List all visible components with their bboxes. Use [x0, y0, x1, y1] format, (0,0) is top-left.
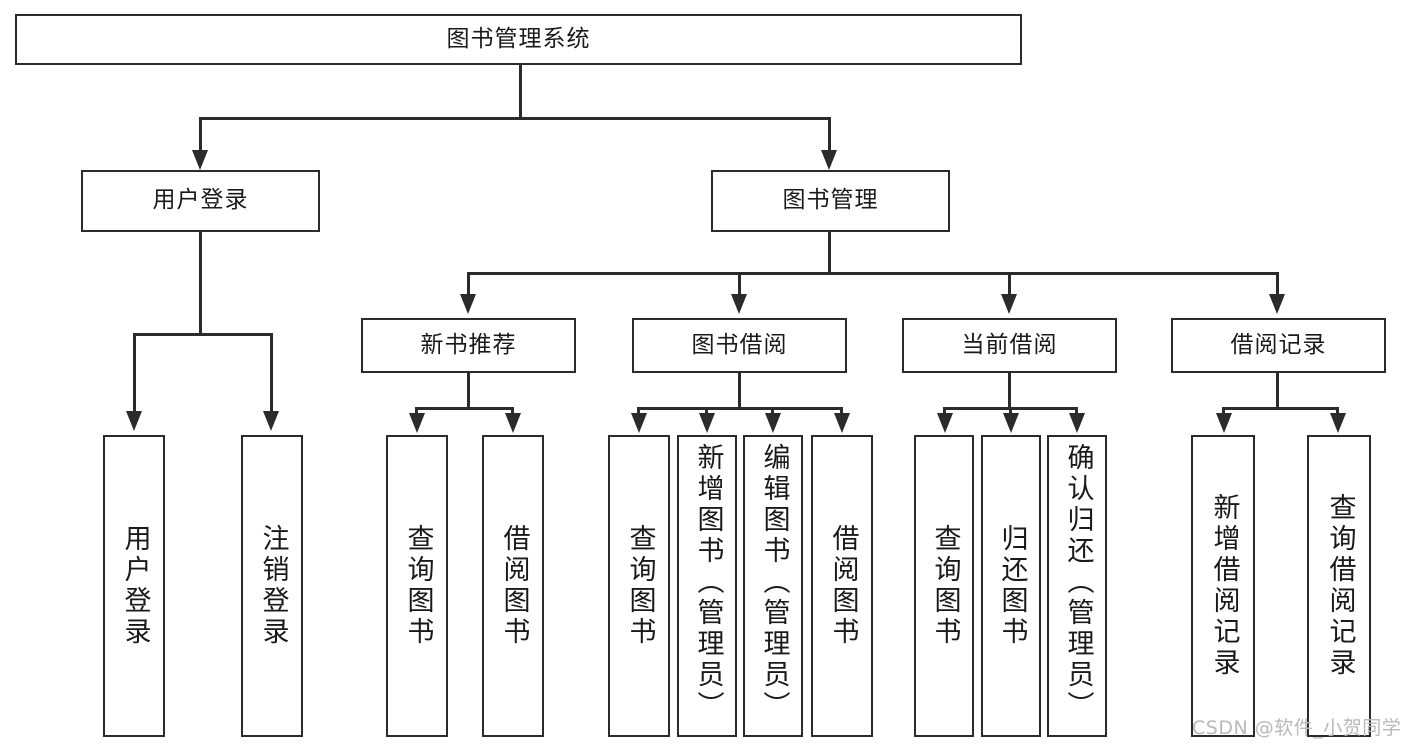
arrowhead-leaf-add-borrow-record [1216, 413, 1232, 433]
connector-cb-to-leaf1 [943, 407, 946, 415]
node-new-book-rec-label: 新书推荐 [420, 331, 517, 358]
arrowhead-leaf-query-borrow-record [1330, 413, 1346, 433]
leaf-confirm-return-admin-label: 确认归还（管理员） [1062, 443, 1094, 722]
arrowhead-book-manage [821, 150, 837, 170]
leaf-query-book-1-label: 查询图书 [402, 524, 434, 648]
leaf-user-login-label: 用户登录 [119, 524, 151, 648]
node-book-manage[interactable]: 图书管理 [711, 170, 950, 232]
node-borrow-record[interactable]: 借阅记录 [1171, 318, 1386, 373]
arrowhead-leaf-add-book-admin [699, 413, 715, 433]
leaf-logout[interactable]: 注销登录 [241, 435, 303, 737]
connector-cb-to-leaf2 [1009, 407, 1012, 415]
leaf-edit-book-admin-label: 编辑图书（管理员） [758, 443, 790, 722]
node-book-borrow[interactable]: 图书借阅 [632, 318, 847, 373]
arrowhead-leaf-logout [263, 411, 279, 431]
node-current-borrow-label: 当前借阅 [961, 331, 1058, 358]
leaf-query-book-2-label: 查询图书 [624, 524, 656, 648]
leaf-confirm-return-admin[interactable]: 确认归还（管理员） [1047, 435, 1107, 737]
leaf-query-book-2[interactable]: 查询图书 [608, 435, 670, 737]
arrowhead-leaf-edit-book-admin [765, 413, 781, 433]
leaf-logout-label: 注销登录 [257, 524, 289, 648]
connector-bm-to-new-book-rec [467, 272, 470, 296]
node-user-login-label: 用户登录 [152, 187, 249, 214]
leaf-borrow-book-1-label: 借阅图书 [498, 524, 530, 648]
connector-book-manage-stem [828, 232, 831, 274]
connector-br-to-leaf1 [1222, 407, 1225, 415]
arrowhead-leaf-borrow-book-2 [834, 413, 850, 433]
connector-cb-stem [1008, 373, 1011, 409]
node-book-manage-label: 图书管理 [782, 187, 879, 214]
connector-bb-to-leaf2 [705, 407, 708, 415]
leaf-query-borrow-record[interactable]: 查询借阅记录 [1307, 435, 1371, 737]
node-book-borrow-label: 图书借阅 [691, 331, 788, 358]
arrowhead-new-book-rec [460, 294, 476, 314]
connector-bb-to-leaf3 [771, 407, 774, 415]
connector-book-manage-bus [467, 272, 1278, 275]
connector-br-bus [1222, 407, 1338, 410]
leaf-borrow-book-2-label: 借阅图书 [827, 524, 859, 648]
arrowhead-leaf-query-book-3 [937, 413, 953, 433]
leaf-borrow-book-2[interactable]: 借阅图书 [811, 435, 873, 737]
leaf-query-book-3-label: 查询图书 [929, 524, 961, 648]
leaf-borrow-book-1[interactable]: 借阅图书 [482, 435, 544, 737]
node-new-book-rec[interactable]: 新书推荐 [361, 318, 576, 373]
leaf-edit-book-admin[interactable]: 编辑图书（管理员） [743, 435, 803, 737]
connector-nbr-to-leaf2 [511, 407, 514, 415]
arrowhead-leaf-return-book [1003, 413, 1019, 433]
connector-root-bus [199, 117, 831, 120]
node-root-label: 图书管理系统 [446, 25, 591, 52]
connector-br-to-leaf2 [1336, 407, 1339, 415]
arrowhead-user-login [192, 150, 208, 170]
arrowhead-leaf-query-book-1 [409, 413, 425, 433]
leaf-return-book-label: 归还图书 [996, 524, 1028, 648]
connector-nbr-to-leaf1 [415, 407, 418, 415]
connector-root-stem [519, 65, 522, 119]
connector-bb-to-leaf4 [840, 407, 843, 415]
arrowhead-leaf-confirm-return-admin [1069, 413, 1085, 433]
connector-user-login-bus [133, 333, 272, 336]
connector-nbr-bus [415, 407, 513, 410]
leaf-user-login[interactable]: 用户登录 [103, 435, 165, 737]
arrowhead-leaf-user-login [126, 411, 142, 431]
leaf-add-book-admin[interactable]: 新增图书（管理员） [677, 435, 737, 737]
connector-root-to-user-login [199, 117, 202, 152]
node-root[interactable]: 图书管理系统 [15, 14, 1022, 65]
arrowhead-leaf-query-book-2 [631, 413, 647, 433]
connector-bm-to-current-borrow [1008, 272, 1011, 296]
node-borrow-record-label: 借阅记录 [1230, 331, 1327, 358]
leaf-query-book-1[interactable]: 查询图书 [386, 435, 448, 737]
leaf-query-book-3[interactable]: 查询图书 [914, 435, 974, 737]
csdn-watermark: CSDN @软件_小贺同学 [1192, 717, 1402, 739]
connector-user-login-to-leaf2 [270, 333, 273, 413]
arrowhead-leaf-borrow-book-1 [505, 413, 521, 433]
connector-root-to-book-manage [828, 117, 831, 152]
leaf-query-borrow-record-label: 查询借阅记录 [1324, 493, 1356, 679]
leaf-return-book[interactable]: 归还图书 [981, 435, 1041, 737]
node-user-login[interactable]: 用户登录 [81, 170, 320, 232]
connector-br-stem [1276, 373, 1279, 409]
arrowhead-book-borrow [731, 294, 747, 314]
connector-bb-stem [738, 373, 741, 409]
connector-user-login-stem [199, 232, 202, 335]
connector-bb-bus [637, 407, 840, 410]
leaf-add-book-admin-label: 新增图书（管理员） [692, 443, 724, 722]
leaf-add-borrow-record-label: 新增借阅记录 [1208, 493, 1240, 679]
connector-bb-to-leaf1 [637, 407, 640, 415]
connector-bm-to-borrow-record [1276, 272, 1279, 296]
connector-bm-to-book-borrow [738, 272, 741, 296]
leaf-add-borrow-record[interactable]: 新增借阅记录 [1191, 435, 1255, 737]
arrowhead-borrow-record [1269, 294, 1285, 314]
connector-nbr-stem [467, 373, 470, 409]
arrowhead-current-borrow [1001, 294, 1017, 314]
connector-user-login-to-leaf1 [133, 333, 136, 413]
node-current-borrow[interactable]: 当前借阅 [902, 318, 1117, 373]
connector-cb-to-leaf3 [1075, 407, 1078, 415]
